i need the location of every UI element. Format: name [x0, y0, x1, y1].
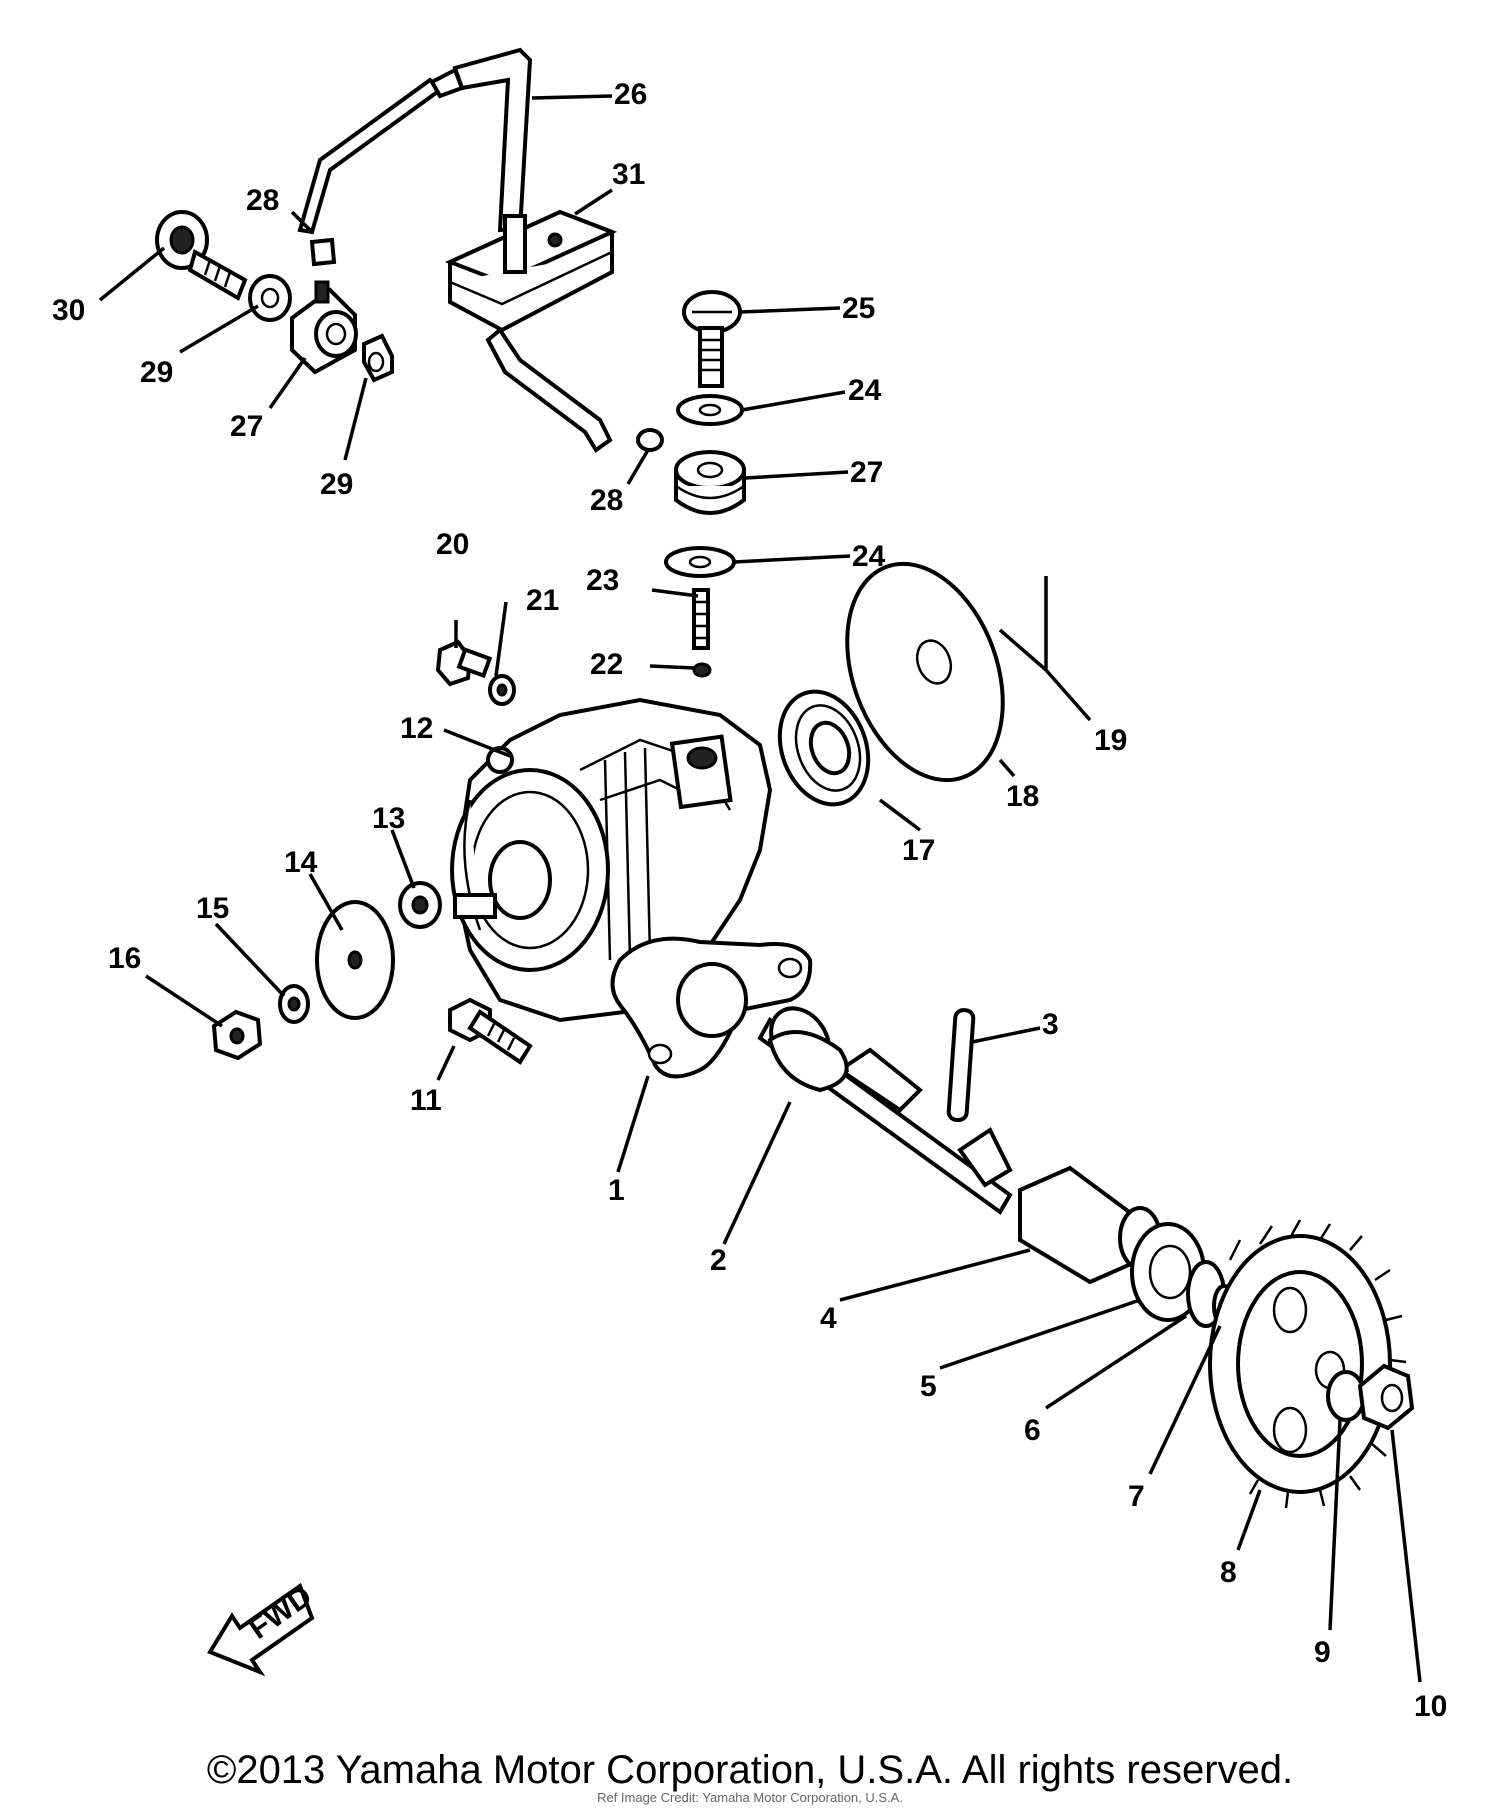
callout-1: 1 — [608, 1174, 625, 1207]
callout-3: 3 — [1042, 1008, 1059, 1041]
callout-labels: 26 31 28 30 29 27 29 25 24 27 28 24 23 2… — [52, 78, 1447, 1723]
callout-23: 23 — [586, 564, 619, 597]
bolt-part-11 — [448, 997, 533, 1065]
callout-30: 30 — [52, 294, 85, 327]
callout-27-left: 27 — [230, 410, 263, 443]
hose-part-lower — [485, 327, 613, 453]
callout-19: 19 — [1094, 724, 1127, 757]
callout-8: 8 — [1220, 1556, 1237, 1589]
callout-28-right: 28 — [590, 484, 623, 517]
banjo-fitting-part-27-right — [674, 450, 746, 515]
drive-shaft-part-2 — [757, 1006, 1013, 1215]
washer-part-13 — [398, 881, 442, 929]
washer-part-5 — [1130, 1222, 1206, 1322]
callout-17: 17 — [902, 834, 935, 867]
washer-part-29-left-a — [248, 274, 292, 322]
nut-part-16 — [211, 1009, 263, 1061]
banjo-bolt-part-30 — [155, 210, 248, 301]
callout-13: 13 — [372, 802, 405, 835]
bolt-part-23 — [692, 588, 710, 650]
washer-part-24-lower — [664, 546, 736, 578]
gasket-part-1 — [610, 936, 813, 1079]
clip-part-28-right — [636, 428, 664, 452]
callout-11: 11 — [410, 1084, 442, 1117]
callout-7: 7 — [1128, 1480, 1145, 1513]
callout-29-left-b: 29 — [320, 468, 353, 501]
callout-14: 14 — [284, 846, 318, 879]
callout-28-left: 28 — [246, 184, 279, 217]
callout-15: 15 — [196, 892, 229, 925]
callout-12: 12 — [400, 712, 433, 745]
callout-21: 21 — [526, 584, 559, 617]
callout-26: 26 — [614, 78, 647, 111]
bearing-part-17 — [777, 689, 871, 807]
washer-part-29-left-b — [362, 333, 394, 383]
pump-body-part-12 — [450, 697, 773, 1023]
callout-22: 22 — [590, 648, 623, 681]
washer-part-21 — [488, 674, 516, 706]
callout-24-lower: 24 — [852, 540, 886, 573]
callout-2: 2 — [710, 1244, 727, 1277]
callout-16: 16 — [108, 942, 141, 975]
callout-10: 10 — [1414, 1690, 1447, 1723]
bolt-part-20 — [435, 639, 493, 687]
leader-lines — [98, 94, 1422, 1683]
banjo-bolt-part-25 — [682, 290, 742, 388]
callout-20: 20 — [436, 528, 469, 561]
callout-18: 18 — [1006, 780, 1039, 813]
pin-part-3 — [946, 1008, 976, 1123]
washer-part-9 — [1326, 1370, 1366, 1422]
callout-29-left-a: 29 — [140, 356, 173, 389]
gear-part-8 — [1208, 1219, 1407, 1509]
cover-plate-part-18 — [845, 561, 1005, 783]
callout-4: 4 — [820, 1302, 837, 1335]
copyright-notice: ©2013 Yamaha Motor Corporation, U.S.A. A… — [206, 1748, 1294, 1792]
washer-part-22 — [692, 662, 712, 678]
callout-31: 31 — [612, 158, 645, 191]
disc-part-14 — [315, 900, 395, 1020]
callout-24-upper: 24 — [848, 374, 882, 407]
front-direction-arrow-icon: FWD — [207, 1580, 318, 1677]
reservoir-part-31 — [444, 209, 618, 333]
washer-part-24-upper — [676, 394, 744, 426]
callout-27-right: 27 — [850, 456, 883, 489]
callout-6: 6 — [1024, 1414, 1041, 1447]
callout-5: 5 — [920, 1370, 937, 1403]
washer-part-15 — [278, 984, 310, 1024]
nut-part-10 — [1357, 1363, 1415, 1431]
pin-part-19 — [1044, 576, 1092, 722]
callout-25: 25 — [842, 292, 875, 325]
image-credit-watermark: Ref Image Credit: Yamaha Motor Corporati… — [597, 1790, 903, 1805]
clip-part-28-left — [309, 237, 337, 267]
banjo-fitting-part-27-left — [290, 280, 358, 375]
hose-part-26 — [297, 47, 533, 235]
callout-9: 9 — [1314, 1636, 1331, 1669]
